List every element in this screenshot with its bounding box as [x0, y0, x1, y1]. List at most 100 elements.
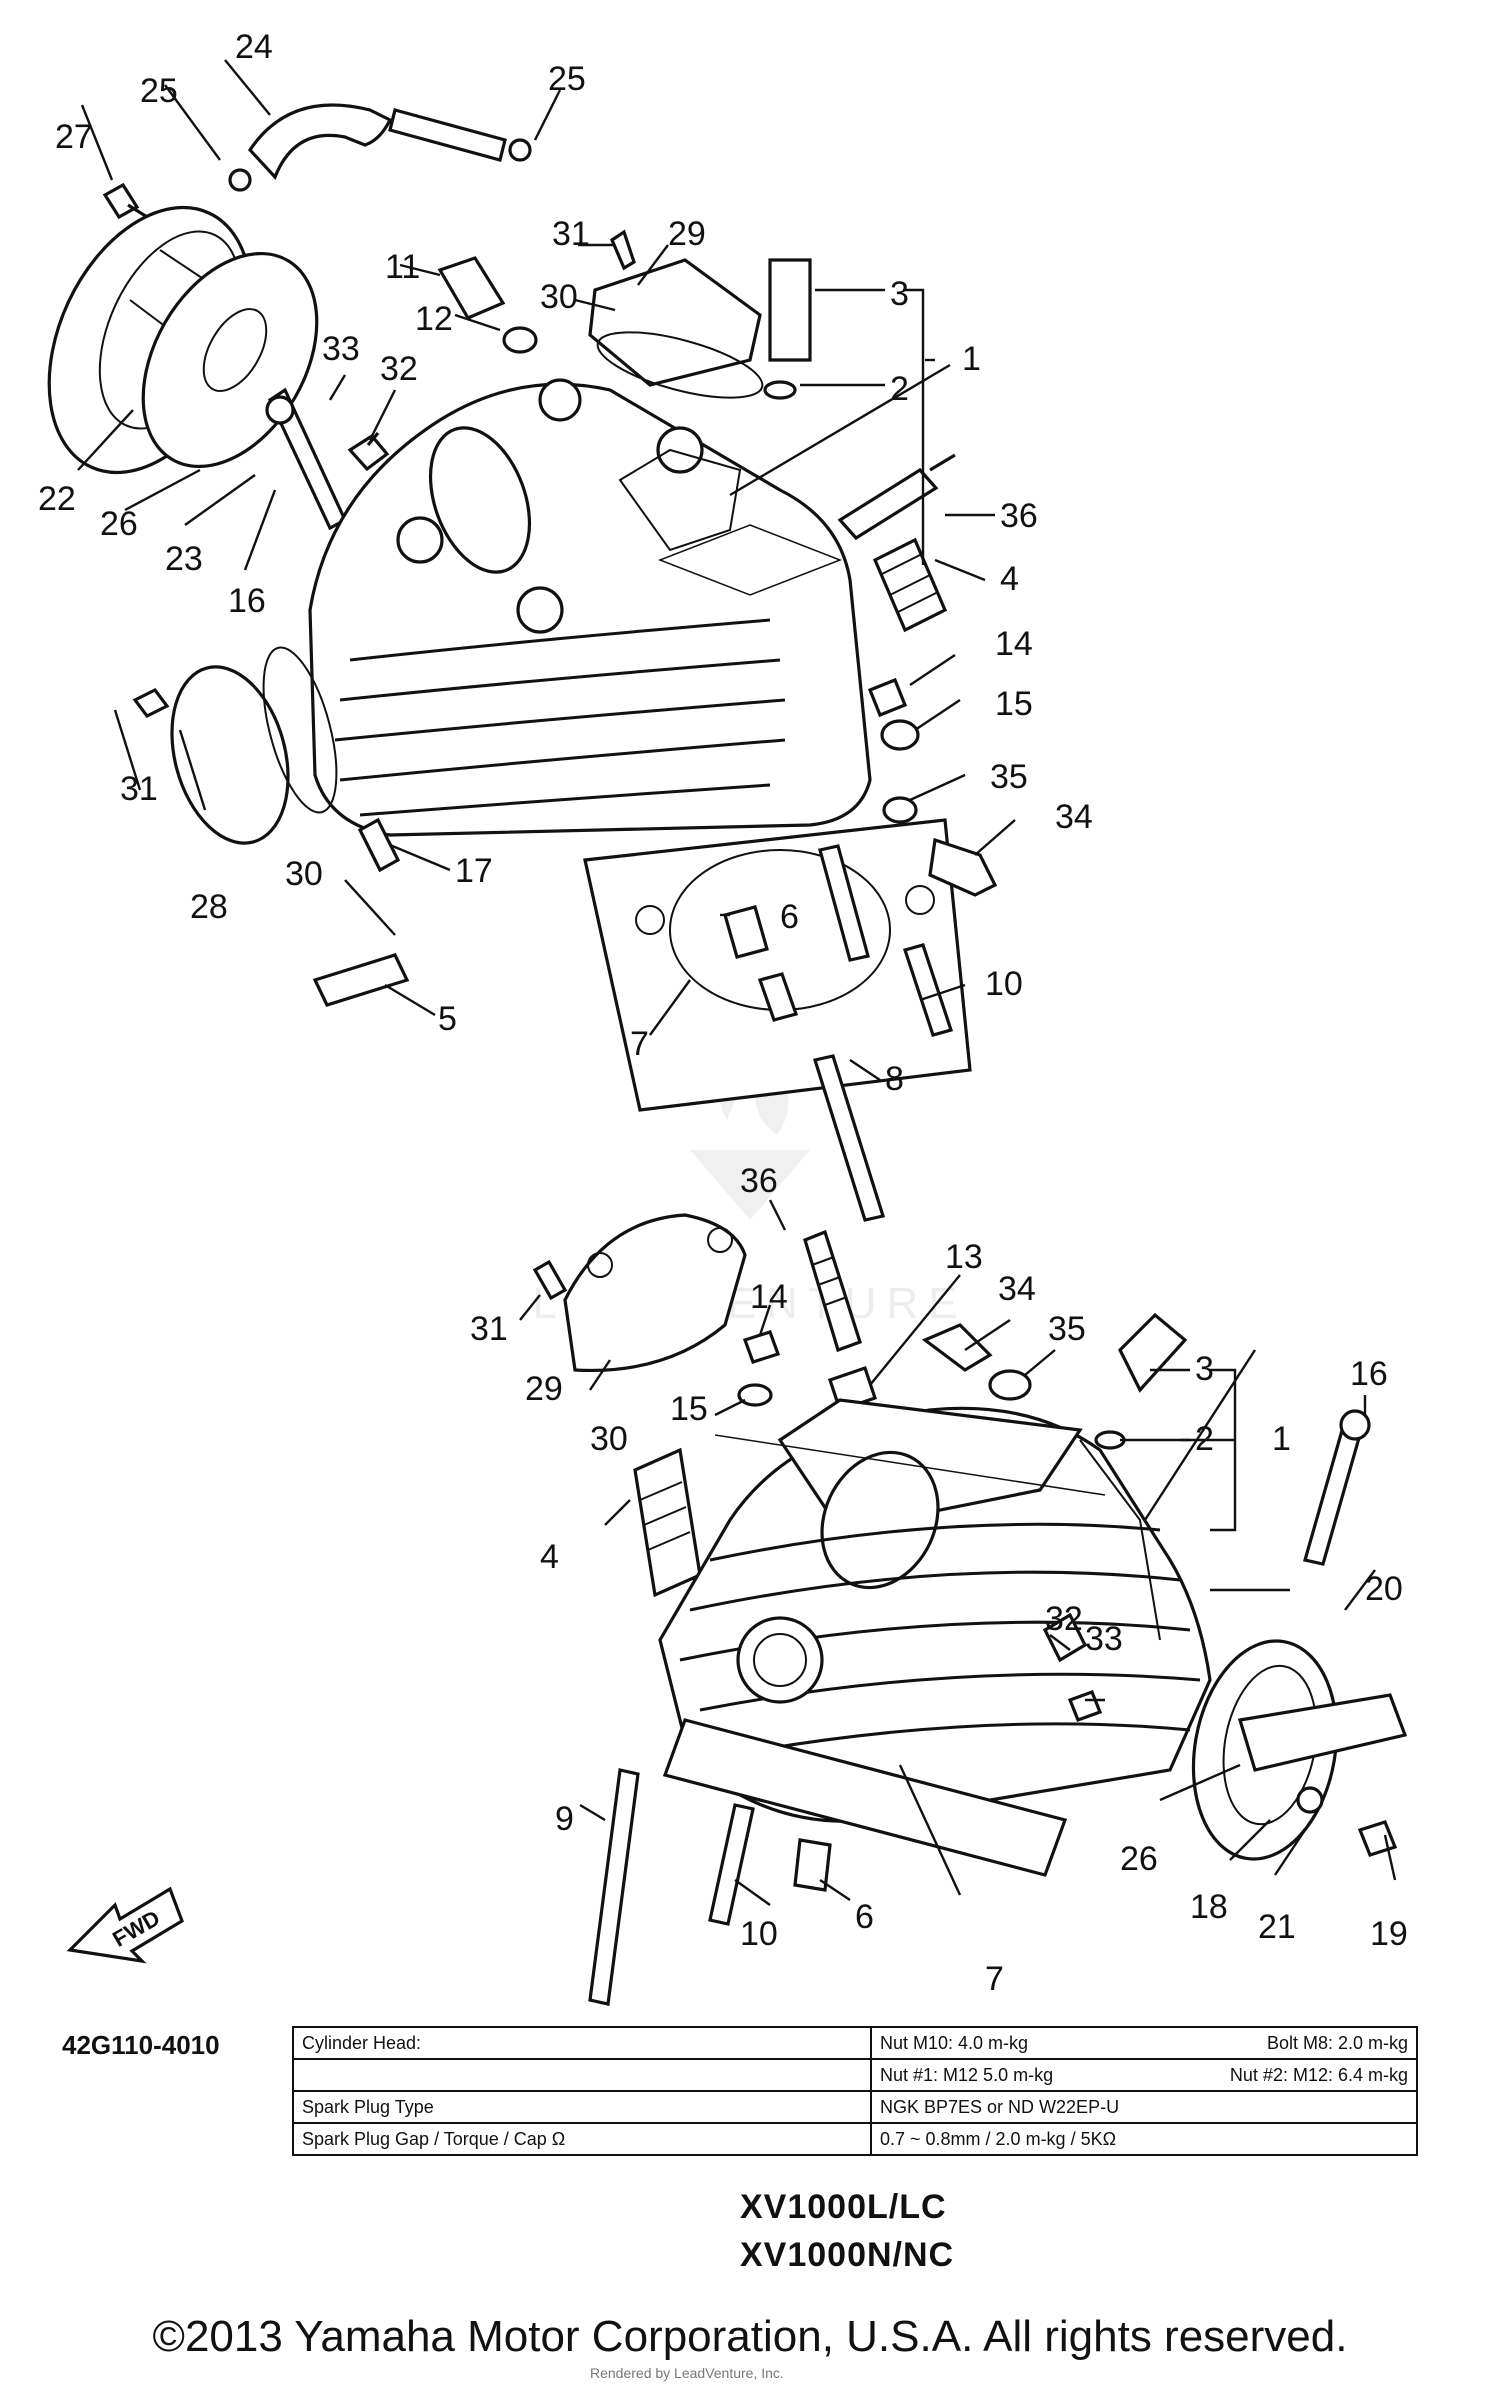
callout: 31: [120, 770, 158, 808]
callout: 21: [1258, 1908, 1296, 1946]
leader-lines-upper: [77, 59, 1016, 1081]
valve-guide: [768, 258, 812, 362]
copyright-notice: ©2013 Yamaha Motor Corporation, U.S.A. A…: [152, 2312, 1348, 2361]
callout: 3: [1195, 1350, 1214, 1388]
callout: 13: [945, 1238, 983, 1276]
exhaust-port: [736, 1616, 824, 1704]
breather-pipe: [247, 103, 393, 180]
callout: 32: [1045, 1600, 1083, 1638]
spec-value-text: Nut #1: M12 5.0 m-kg: [880, 2064, 1054, 2085]
callout: 22: [38, 480, 76, 518]
head-gasket: [662, 1718, 1068, 1877]
callout: 31: [552, 215, 590, 253]
callout: 16: [1350, 1355, 1388, 1393]
spec-value-text: Bolt M8: 2.0 m-kg: [1266, 2032, 1408, 2053]
callout: 26: [1120, 1840, 1158, 1878]
bracket: [347, 431, 390, 472]
stud-bolt: [588, 1768, 640, 2006]
callout: 2: [1195, 1420, 1214, 1458]
forward-arrow: FWD: [66, 1886, 184, 1964]
fwd-arrow-icon: [66, 1886, 184, 1964]
callout: 23: [165, 540, 203, 578]
callout: 6: [855, 1898, 874, 1936]
stud-bolt: [818, 844, 870, 962]
valve-guide: [1118, 1312, 1188, 1393]
callout: 20: [1365, 1570, 1403, 1608]
diagram-code: 42G110-4010: [62, 2030, 220, 2060]
callout: 15: [670, 1390, 708, 1428]
callout: 29: [668, 215, 706, 253]
spec-value: Nut #1: M12 5.0 m-kg Nut #2: M12: 6.4 m-k…: [870, 2058, 1418, 2092]
hose-clip: [228, 168, 252, 192]
upper-head-assembly: [47, 103, 998, 1222]
oil-pipe: [312, 953, 410, 1007]
callout: 10: [740, 1915, 778, 1953]
callout: 14: [750, 1278, 788, 1316]
callout: 28: [190, 888, 228, 926]
callouts-lower: 36 13 34 35 3 16 31 14 29 15 30 2 1 4 20…: [470, 1162, 1408, 1998]
callout: 24: [235, 28, 273, 66]
callout: 30: [540, 278, 578, 316]
callout: 16: [228, 582, 266, 620]
callout: 9: [555, 1800, 574, 1838]
cap-nut: [867, 677, 908, 718]
table-row: Spark Plug Gap / Torque / Cap Ω 0.7 ~ 0.…: [292, 2122, 1418, 2156]
spec-value-text: Nut #2: M12: 6.4 m-kg: [1229, 2064, 1408, 2085]
callout: 5: [438, 1000, 457, 1038]
callout: 30: [590, 1420, 628, 1458]
table-row: Spark Plug Type NGK BP7ES or ND W22EP-U: [292, 2090, 1418, 2124]
callout: 7: [985, 1960, 1004, 1998]
callout: 11: [385, 248, 420, 286]
spec-label: Spark Plug Type: [292, 2090, 872, 2124]
callout: 3: [890, 275, 909, 313]
spec-value: Nut M10: 4.0 m-kg Bolt M8: 2.0 m-kg: [870, 2026, 1418, 2060]
callout: 4: [1000, 560, 1019, 598]
leader-lines-lower: [519, 1199, 1397, 1906]
callout: 7: [630, 1025, 649, 1063]
stud-bolt: [1302, 1418, 1366, 1566]
callout: 1: [962, 340, 981, 378]
callout: 25: [140, 72, 178, 110]
breather-pipe: [1237, 1693, 1408, 1772]
lower-head-assembly: [532, 1213, 1408, 2006]
spark-plug: [837, 453, 956, 541]
callout: 32: [380, 350, 418, 388]
spec-label: Spark Plug Gap / Torque / Cap Ω: [292, 2122, 872, 2156]
callout: 8: [885, 1060, 904, 1098]
callout: 1: [1272, 1420, 1291, 1458]
callout: 36: [740, 1162, 778, 1200]
callout: 10: [985, 965, 1023, 1003]
callout: 12: [415, 300, 453, 338]
spec-value-text: Nut M10: 4.0 m-kg: [880, 2032, 1029, 2053]
callout: 27: [55, 118, 93, 156]
oil-plug: [437, 256, 506, 321]
callout: 14: [995, 625, 1033, 663]
union-bolt: [928, 837, 998, 897]
table-row: Nut #1: M12 5.0 m-kg Nut #2: M12: 6.4 m-k…: [292, 2058, 1418, 2092]
tappet-cover: [563, 1213, 747, 1373]
spec-label: [292, 2058, 872, 2092]
callout: 35: [1048, 1310, 1086, 1348]
callout: 6: [780, 898, 799, 936]
hose-clip: [508, 138, 532, 162]
callout: 26: [100, 505, 138, 543]
callout: 4: [540, 1538, 559, 1576]
callout: 34: [1055, 798, 1093, 836]
joint: [357, 817, 401, 873]
callout: 35: [990, 758, 1028, 796]
callout: 25: [548, 60, 586, 98]
callout: 17: [455, 852, 493, 890]
callout: 33: [1085, 1620, 1123, 1658]
side-cover: [170, 665, 290, 845]
callout: 33: [322, 330, 360, 368]
callout: 19: [1370, 1915, 1408, 1953]
callout: 2: [890, 370, 909, 408]
model-name: XV1000L/LC: [740, 2188, 947, 2226]
valve-spring: [633, 1447, 702, 1598]
render-note: Rendered by LeadVenture, Inc.: [590, 2365, 784, 2381]
cylinder-head-upper: [308, 382, 872, 837]
